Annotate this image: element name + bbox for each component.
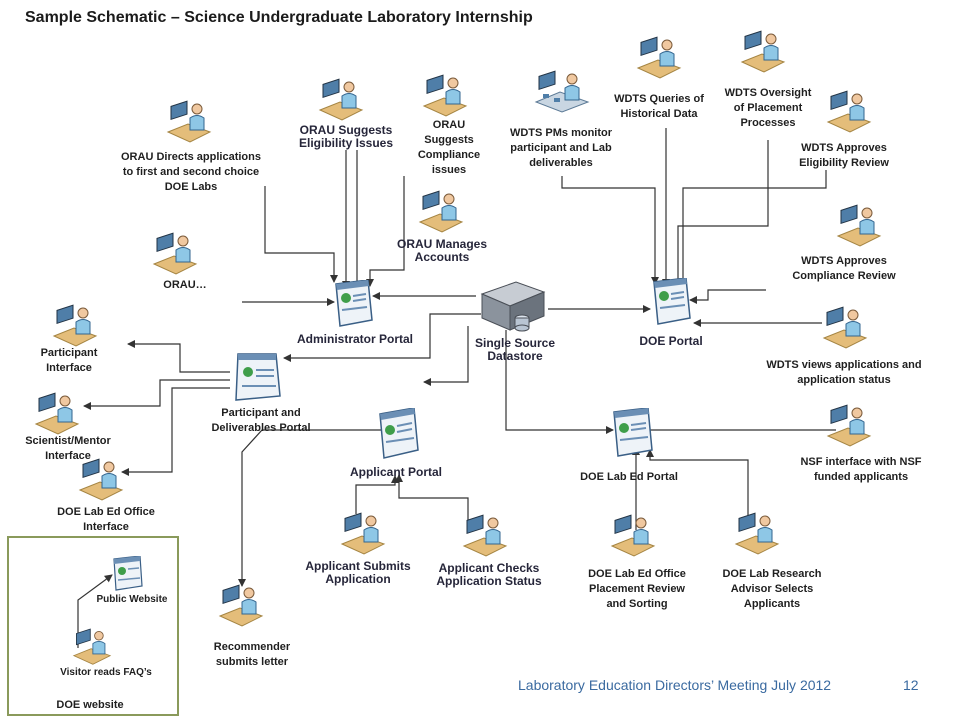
label-orau: ORAU… [163, 279, 207, 291]
actor-icon-wdts-queries [636, 36, 682, 80]
label-scientist-interface: Scientist/Mentor Interface [25, 435, 111, 462]
label-administrator-portal: Administrator Portal [296, 332, 413, 346]
participant-portal-icon [234, 352, 284, 402]
label-wdts-views: WDTS views applications and application … [766, 359, 922, 386]
label-wdts-compliance: WDTS Approves Compliance Review [792, 255, 896, 282]
person-at-computer-icon [610, 514, 656, 557]
label-orau-directs: ORAU Directs applications to first and s… [121, 151, 261, 193]
person-at-computer-icon [166, 100, 212, 143]
actor-icon-wdts-eligibility [826, 90, 872, 134]
label-wdts-oversight: WDTS Oversight of Placement Processes [724, 87, 812, 129]
web-page-icon [379, 407, 419, 459]
web-page-icon [613, 407, 653, 457]
actor-icon-wdts-oversight [740, 30, 786, 74]
footer-text: Laboratory Education Directors’ Meeting … [518, 677, 832, 693]
actor-icon-wdts-views [822, 306, 868, 350]
label-wdts-pms: WDTS PMs monitor participant and Lab del… [509, 127, 613, 169]
page-number: 12 [903, 677, 919, 693]
administrator-portal-icon [334, 279, 374, 328]
label-applicant-checks: Applicant Checks Application Status [436, 561, 542, 588]
person-at-computer-icon [318, 78, 364, 121]
label-participant-portal: Participant and Deliverables Portal [211, 407, 311, 434]
actor-icon-orau-directs [166, 100, 212, 144]
actor-icon-orau-eligibility [318, 78, 364, 122]
person-at-computer-icon [340, 512, 386, 555]
label-lab-office-interface: DOE Lab Ed Office Interface [57, 506, 155, 533]
actor-icon-participant [52, 304, 98, 348]
datastore-icon [478, 278, 548, 332]
label-applicant-submits: Applicant Submits Application [305, 559, 411, 586]
actor-icon-applicant-submits [340, 512, 386, 556]
actor-icon-scientist [34, 392, 80, 436]
label-datastore: Single Source Datastore [474, 336, 556, 363]
applicant-portal-icon [378, 407, 420, 460]
server-database-icon [480, 281, 546, 332]
person-at-computer-icon [836, 204, 882, 247]
actor-icon-lab-office [78, 458, 124, 502]
web-page-icon [653, 277, 691, 325]
label-wdts-eligibility: WDTS Approves Eligibility Review [799, 142, 889, 169]
label-doe-portal: DOE Portal [639, 334, 703, 348]
label-visitor: Visitor reads FAQ’s [60, 667, 152, 678]
label-orau-manages: ORAU Manages Accounts [396, 237, 488, 264]
web-page-icon [335, 279, 373, 327]
person-at-computer-icon [152, 232, 198, 275]
label-public-website: Public Website [96, 594, 168, 605]
person-at-computer-icon [826, 404, 872, 447]
actor-icon-orau [152, 232, 198, 276]
web-page-icon [235, 353, 281, 401]
label-lab-placement: DOE Lab Ed Office Placement Review and S… [588, 568, 686, 610]
person-at-computer-icon [72, 628, 112, 665]
doe-lab-ed-portal-icon [612, 407, 654, 458]
label-participant-interface: Participant Interface [40, 347, 98, 374]
doe-website-box [7, 536, 179, 716]
person-at-computer-icon [462, 514, 508, 557]
person-at-computer-icon [740, 30, 786, 73]
public-website-icon [112, 555, 144, 592]
web-page-icon [113, 555, 143, 591]
actor-icon-lab-research [734, 512, 780, 556]
actor-icon-lab-placement [610, 514, 656, 558]
doe-portal-icon [652, 277, 692, 326]
actor-icon-recommender [218, 584, 264, 628]
label-orau-compliance: ORAU Suggests Compliance issues [417, 119, 481, 176]
label-orau-eligibility: ORAU Suggests Eligibility Issues [298, 123, 394, 150]
actor-icon-visitor [72, 628, 112, 666]
label-lab-research: DOE Lab Research Advisor Selects Applica… [722, 568, 822, 610]
person-at-computer-icon [822, 306, 868, 349]
actor-icon-applicant-checks [462, 514, 508, 558]
actor-icon-orau-compliance [422, 74, 468, 118]
person-at-computer-icon [826, 90, 872, 133]
label-recommender: Recommender submits letter [213, 641, 291, 668]
label-applicant-portal: Applicant Portal [349, 465, 442, 479]
person-at-computer-icon [78, 458, 124, 501]
slide-title: Sample Schematic – Science Undergraduate… [25, 9, 533, 26]
person-at-computer-icon [218, 584, 264, 627]
person-at-computer-icon [636, 36, 682, 79]
person-at-computer-icon [534, 70, 590, 113]
label-wdts-queries: WDTS Queries of Historical Data [614, 93, 704, 120]
actor-icon-wdts-pms [534, 70, 590, 114]
label-nsf: NSF interface with NSF funded applicants [800, 456, 922, 483]
person-at-computer-icon [34, 392, 80, 435]
person-at-computer-icon [418, 190, 464, 233]
person-at-computer-icon [52, 304, 98, 347]
person-at-computer-icon [422, 74, 468, 117]
label-doe-website: DOE website [56, 699, 124, 711]
actor-icon-nsf [826, 404, 872, 448]
person-at-computer-icon [734, 512, 780, 555]
actor-icon-orau-manages [418, 190, 464, 234]
actor-icon-wdts-compliance [836, 204, 882, 248]
label-doe-lab-ed-portal: DOE Lab Ed Portal [580, 471, 678, 483]
